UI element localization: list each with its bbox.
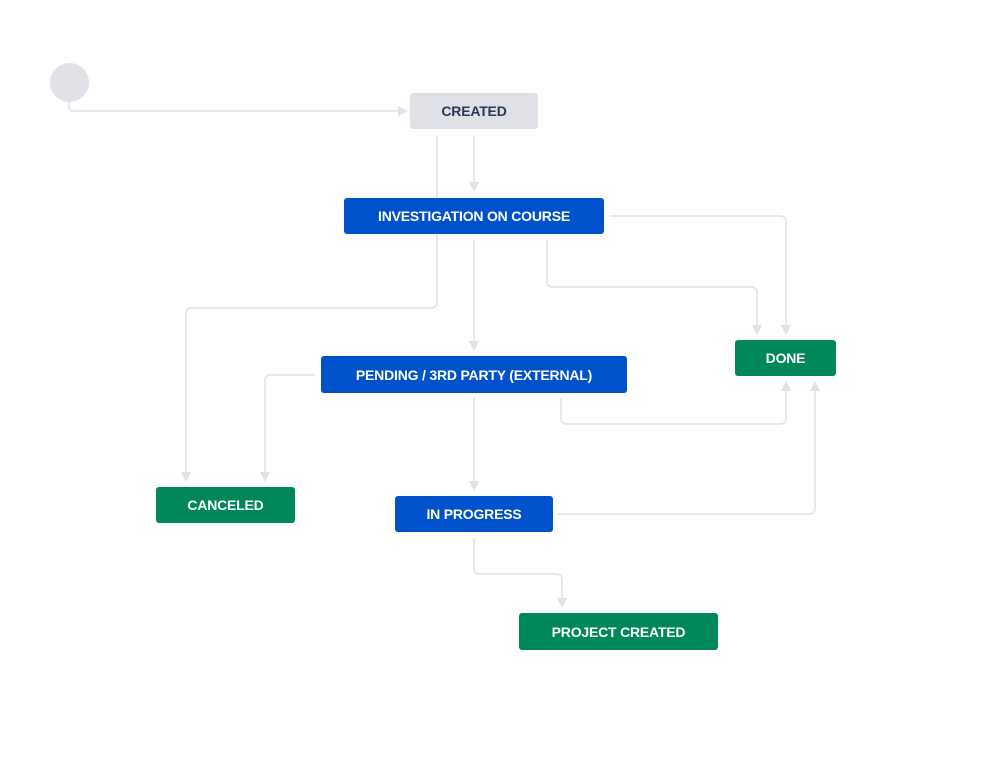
transition-in-progress-to-done: [558, 381, 820, 515]
status-done[interactable]: DONE: [735, 340, 836, 376]
transition-investigation-to-done-b: [610, 215, 791, 335]
transition-investigation-to-pending: [469, 240, 479, 351]
transition-created-to-canceled: [181, 136, 438, 482]
status-investigation-on-course-label: INVESTIGATION ON COURSE: [378, 208, 570, 224]
transition-in-progress-to-project-created: [473, 538, 567, 608]
transition-pending-to-done-arrowhead: [781, 381, 791, 391]
status-investigation-on-course[interactable]: INVESTIGATION ON COURSE: [344, 198, 604, 234]
transition-start-to-created: [68, 100, 408, 116]
transition-investigation-to-done-b-arrowhead: [781, 325, 791, 335]
transition-pending-to-done-line: [560, 390, 787, 425]
transition-investigation-to-done-a: [546, 240, 762, 335]
transition-created-to-investigation: [469, 136, 479, 192]
transition-start-to-created-line: [68, 100, 400, 112]
transition-in-progress-to-project-created-arrowhead: [557, 598, 567, 608]
transition-investigation-to-done-b-line: [610, 215, 787, 327]
transition-pending-to-canceled-arrowhead: [260, 472, 270, 482]
transition-in-progress-to-project-created-line: [473, 538, 563, 599]
transition-in-progress-to-done-line: [558, 390, 816, 515]
transition-pending-to-done: [560, 381, 791, 425]
transition-investigation-to-done-a-line: [546, 240, 758, 327]
transition-created-to-canceled-arrowhead: [181, 472, 191, 482]
status-project-created[interactable]: PROJECT CREATED: [519, 613, 718, 650]
status-in-progress[interactable]: IN PROGRESS: [395, 496, 553, 532]
status-created[interactable]: CREATED: [410, 93, 538, 129]
transition-created-to-investigation-arrowhead: [469, 182, 479, 192]
status-done-label: DONE: [765, 350, 806, 366]
status-project-created-label: PROJECT CREATED: [551, 623, 686, 640]
status-canceled-label: CANCELED: [187, 497, 264, 513]
status-pending-3rd-party[interactable]: PENDING / 3RD PARTY (EXTERNAL): [321, 356, 627, 393]
transition-pending-to-in-progress-arrowhead: [469, 481, 479, 491]
status-created-label: CREATED: [441, 103, 507, 119]
transition-investigation-to-done-a-arrowhead: [752, 325, 762, 335]
status-canceled[interactable]: CANCELED: [156, 487, 295, 523]
transition-in-progress-to-done-arrowhead: [810, 381, 820, 391]
status-pending-3rd-party-label: PENDING / 3RD PARTY (EXTERNAL): [355, 366, 593, 383]
workflow-start-node: [50, 63, 89, 102]
transition-pending-to-canceled-line: [264, 374, 315, 474]
transition-pending-to-canceled: [260, 374, 315, 482]
transition-created-to-canceled-line: [185, 136, 438, 474]
transition-pending-to-in-progress: [469, 398, 479, 491]
status-in-progress-label: IN PROGRESS: [426, 506, 522, 522]
transition-start-to-created-arrowhead: [398, 106, 408, 116]
transition-investigation-to-pending-arrowhead: [469, 341, 479, 351]
